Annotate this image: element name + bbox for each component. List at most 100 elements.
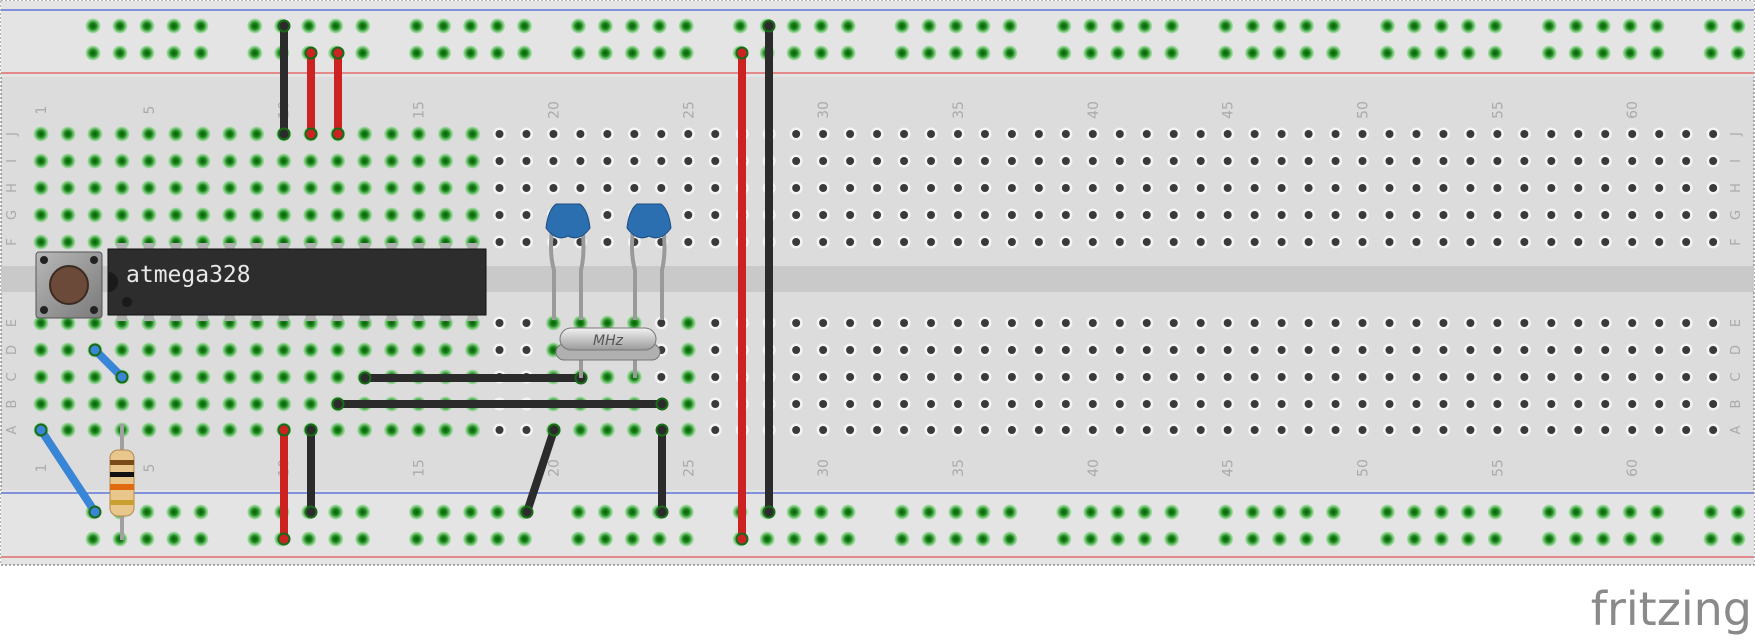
rail-hole[interactable]	[1434, 46, 1449, 61]
hole-bottom[interactable]	[438, 343, 453, 358]
rail-hole[interactable]	[1002, 19, 1017, 34]
hole-bottom[interactable]	[222, 370, 237, 385]
hole-top[interactable]	[384, 208, 399, 223]
rail-hole[interactable]	[1650, 532, 1665, 547]
rail-hole[interactable]	[355, 505, 370, 520]
hole-top[interactable]	[168, 208, 183, 223]
rail-hole[interactable]	[679, 46, 694, 61]
hole-top[interactable]	[465, 127, 480, 142]
hole-bottom[interactable]	[330, 423, 345, 438]
hole-bottom[interactable]	[600, 423, 615, 438]
rail-hole[interactable]	[1730, 505, 1745, 520]
wire-end[interactable]	[279, 534, 290, 545]
rail-hole[interactable]	[1218, 532, 1233, 547]
hole-bottom[interactable]	[168, 397, 183, 412]
hole-top[interactable]	[411, 181, 426, 196]
hole-bottom[interactable]	[168, 423, 183, 438]
rail-hole[interactable]	[1569, 505, 1584, 520]
hole-top[interactable]	[303, 208, 318, 223]
rail-hole[interactable]	[1704, 505, 1719, 520]
hole-bottom[interactable]	[60, 370, 75, 385]
rail-hole[interactable]	[652, 19, 667, 34]
wire-end[interactable]	[522, 507, 533, 518]
hole-top[interactable]	[34, 127, 49, 142]
hole-top[interactable]	[114, 154, 129, 169]
hole-top[interactable]	[141, 181, 156, 196]
hole-bottom[interactable]	[303, 370, 318, 385]
hole-top[interactable]	[195, 181, 210, 196]
rail-hole[interactable]	[679, 19, 694, 34]
rail-hole[interactable]	[139, 505, 154, 520]
rail-hole[interactable]	[1488, 505, 1503, 520]
rail-hole[interactable]	[166, 19, 181, 34]
rail-hole[interactable]	[1730, 46, 1745, 61]
rail-hole[interactable]	[1272, 46, 1287, 61]
rail-hole[interactable]	[1650, 19, 1665, 34]
wire-end[interactable]	[737, 48, 748, 59]
hole-top[interactable]	[384, 154, 399, 169]
rail-hole[interactable]	[247, 532, 262, 547]
rail-hole[interactable]	[436, 46, 451, 61]
wire-end[interactable]	[360, 373, 371, 384]
hole-top[interactable]	[87, 127, 102, 142]
rail-hole[interactable]	[625, 505, 640, 520]
hole-bottom[interactable]	[384, 343, 399, 358]
hole-top[interactable]	[87, 208, 102, 223]
hole-top[interactable]	[141, 154, 156, 169]
hole-bottom[interactable]	[141, 423, 156, 438]
rail-hole[interactable]	[1650, 46, 1665, 61]
rail-hole[interactable]	[1542, 532, 1557, 547]
hole-top[interactable]	[114, 127, 129, 142]
rail-hole[interactable]	[409, 532, 424, 547]
rail-hole[interactable]	[921, 19, 936, 34]
rail-hole[interactable]	[1056, 505, 1071, 520]
hole-bottom[interactable]	[276, 397, 291, 412]
rail-hole[interactable]	[166, 532, 181, 547]
hole-top[interactable]	[438, 181, 453, 196]
rail-hole[interactable]	[921, 505, 936, 520]
hole-bottom[interactable]	[114, 343, 129, 358]
hole-bottom[interactable]	[303, 343, 318, 358]
hole-top[interactable]	[114, 181, 129, 196]
hole-bottom[interactable]	[249, 423, 264, 438]
hole-top[interactable]	[330, 181, 345, 196]
rail-hole[interactable]	[1488, 532, 1503, 547]
push-button[interactable]	[36, 252, 102, 318]
rail-hole[interactable]	[517, 46, 532, 61]
rail-hole[interactable]	[841, 505, 856, 520]
hole-bottom[interactable]	[573, 423, 588, 438]
rail-hole[interactable]	[652, 532, 667, 547]
rail-hole[interactable]	[814, 46, 829, 61]
rail-hole[interactable]	[1245, 19, 1260, 34]
hole-top[interactable]	[87, 235, 102, 250]
rail-hole[interactable]	[948, 505, 963, 520]
rail-hole[interactable]	[1137, 505, 1152, 520]
rail-hole[interactable]	[86, 19, 101, 34]
hole-bottom[interactable]	[141, 370, 156, 385]
hole-top[interactable]	[195, 208, 210, 223]
rail-hole[interactable]	[193, 505, 208, 520]
hole-top[interactable]	[249, 181, 264, 196]
rail-hole[interactable]	[1407, 19, 1422, 34]
hole-top[interactable]	[438, 208, 453, 223]
rail-hole[interactable]	[1137, 46, 1152, 61]
rail-hole[interactable]	[1623, 505, 1638, 520]
rail-hole[interactable]	[760, 532, 775, 547]
hole-bottom[interactable]	[87, 397, 102, 412]
rail-hole[interactable]	[436, 532, 451, 547]
rail-hole[interactable]	[193, 19, 208, 34]
hole-top[interactable]	[330, 208, 345, 223]
wire-end[interactable]	[306, 129, 317, 140]
rail-hole[interactable]	[1245, 505, 1260, 520]
hole-top[interactable]	[276, 181, 291, 196]
wire-end[interactable]	[657, 425, 668, 436]
rail-hole[interactable]	[139, 19, 154, 34]
rail-hole[interactable]	[1488, 19, 1503, 34]
hole-bottom[interactable]	[411, 343, 426, 358]
hole-bottom[interactable]	[141, 343, 156, 358]
rail-hole[interactable]	[490, 532, 505, 547]
atmega328-chip[interactable]: atmega328	[108, 243, 486, 321]
hole-top[interactable]	[114, 208, 129, 223]
hole-top[interactable]	[276, 208, 291, 223]
hole-top[interactable]	[34, 208, 49, 223]
